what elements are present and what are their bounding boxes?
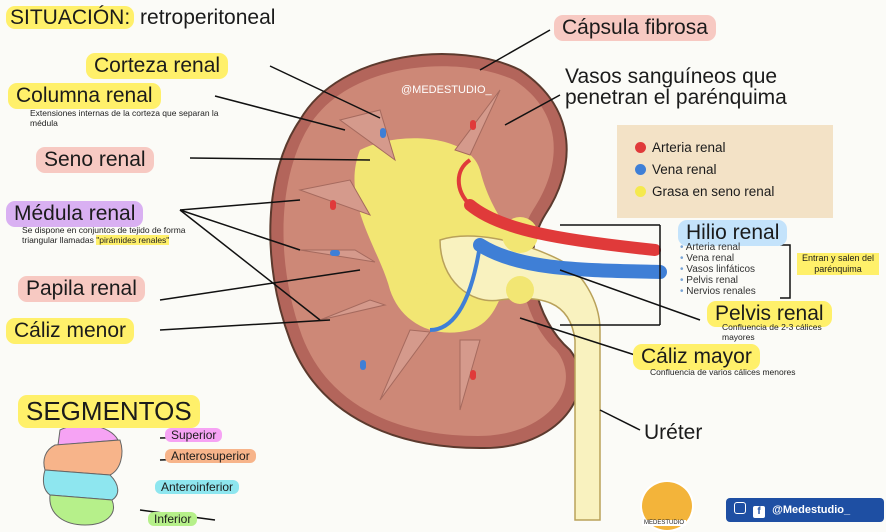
label-caliz-mayor-desc: Confluencia de varios cálices menores	[650, 367, 880, 377]
hilio-item: Arteria renal	[680, 242, 756, 253]
segment-anterosuperior	[44, 440, 122, 475]
instagram-icon	[734, 502, 746, 514]
segment-label-inferior: Inferior	[148, 512, 197, 526]
watermark: @MEDESTUDIO_	[401, 84, 492, 96]
label-pelvis-desc: Confluencia de 2-3 cálices mayores	[722, 322, 842, 342]
segment-label-anteroinferior: Anteroinferior	[155, 480, 239, 494]
legend-label-arteria: Arteria renal	[652, 140, 726, 155]
segments-title: SEGMENTOS	[18, 395, 200, 428]
social-handle: @Medestudio_	[772, 504, 850, 516]
label-corteza: Corteza renal	[86, 53, 228, 79]
legend-dot-grasa	[635, 186, 646, 197]
label-capsula: Cápsula fibrosa	[554, 15, 716, 41]
legend-item-vena: Vena renal	[635, 159, 774, 181]
legend-item-arteria: Arteria renal	[635, 137, 774, 159]
label-entran: Entran y salen del parénquima	[797, 253, 879, 275]
legend-list: Arteria renal Vena renal Grasa en seno r…	[635, 137, 774, 203]
label-medula: Médula renal	[6, 201, 143, 227]
social-bar: f @Medestudio_	[726, 498, 884, 522]
title-prefix: SITUACIÓN:	[6, 6, 134, 29]
legend-item-grasa: Grasa en seno renal	[635, 181, 774, 203]
segment-label-superior: Superior	[165, 428, 222, 442]
page-title: SITUACIÓN: retroperitoneal	[6, 6, 275, 30]
label-caliz-menor: Cáliz menor	[6, 318, 134, 344]
hilio-item: Vena renal	[680, 253, 756, 264]
legend-box: Arteria renal Vena renal Grasa en seno r…	[617, 125, 833, 218]
legend-dot-vena	[635, 164, 646, 175]
facebook-icon: f	[753, 506, 765, 518]
medula-desc-highlight: "pirámides renales"	[96, 235, 169, 245]
label-papila: Papila renal	[18, 276, 145, 302]
hilio-list: Arteria renal Vena renal Vasos linfático…	[680, 242, 756, 297]
title-value: retroperitoneal	[140, 6, 275, 29]
label-vasos: Vasos sanguíneos que penetran el parénqu…	[565, 66, 855, 108]
label-columna: Columna renal	[8, 83, 161, 109]
legend-dot-arteria	[635, 142, 646, 153]
hilio-item: Vasos linfáticos	[680, 264, 756, 275]
label-medula-desc: Se dispone en conjuntos de tejido de for…	[22, 225, 192, 245]
label-seno: Seno renal	[36, 147, 154, 173]
label-ureter: Uréter	[644, 421, 702, 445]
legend-label-vena: Vena renal	[652, 162, 717, 177]
segment-inferior	[50, 495, 114, 525]
hilio-item: Nervios renales	[680, 286, 756, 297]
footer-badge: MEDESTUDIO	[642, 520, 686, 526]
hilio-item: Pelvis renal	[680, 275, 756, 286]
label-columna-desc: Extensiones internas de la corteza que s…	[30, 108, 220, 128]
segments-diagram	[43, 425, 122, 525]
segment-label-anterosuperior: Anterosuperior	[165, 449, 256, 463]
legend-label-grasa: Grasa en seno renal	[652, 184, 774, 199]
